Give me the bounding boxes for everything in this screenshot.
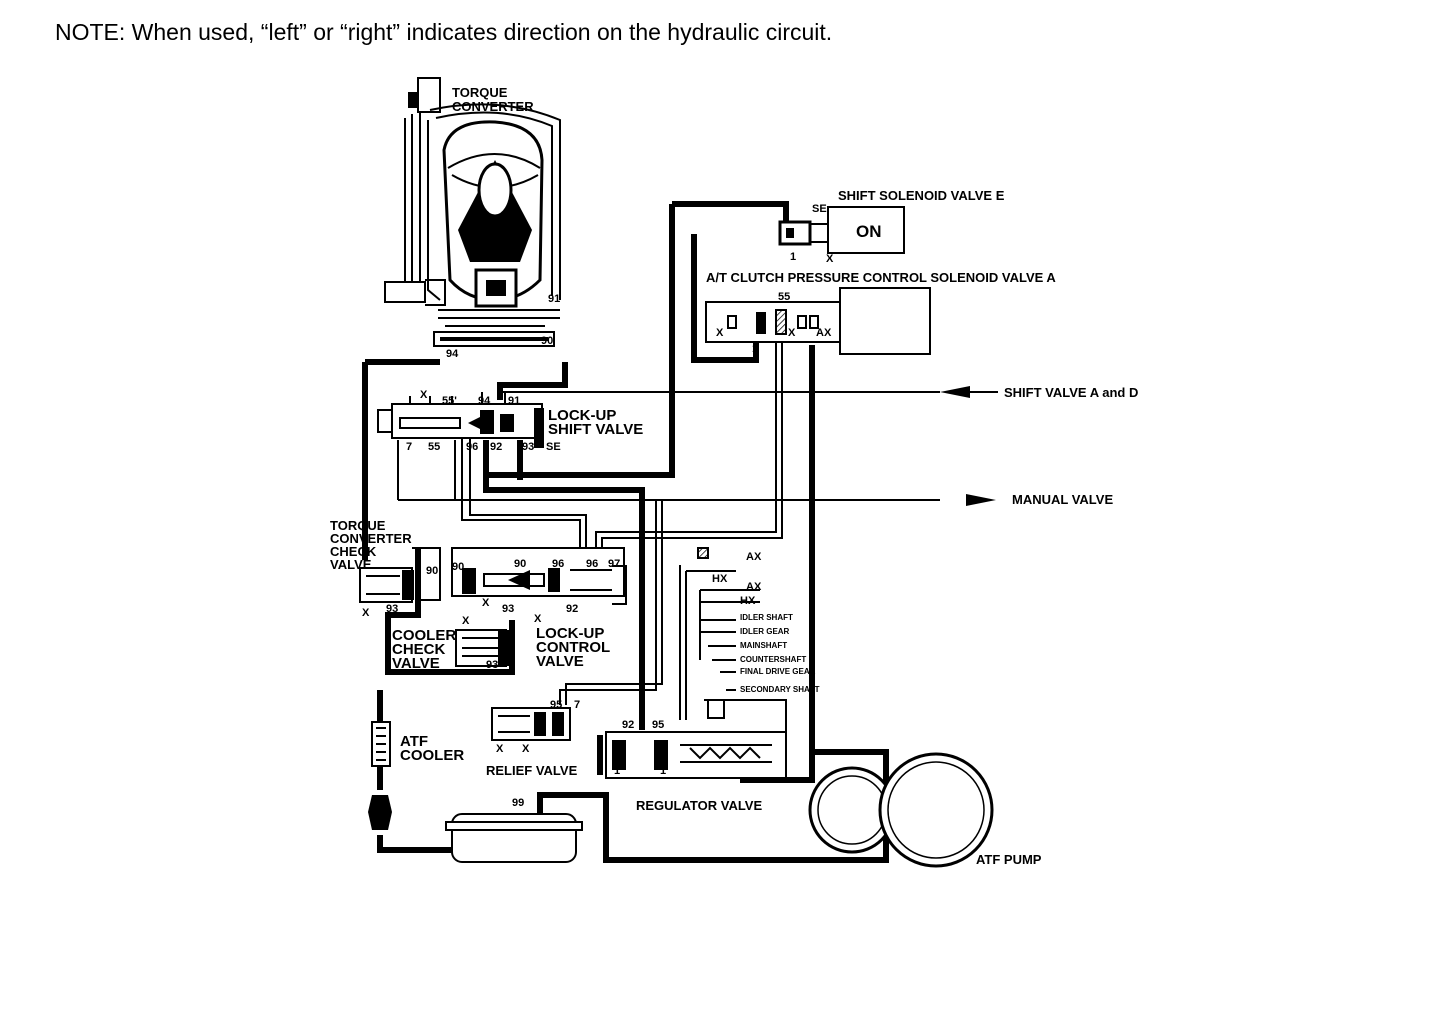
shift-solenoid-e-label: SHIFT SOLENOID VALVE E <box>838 188 1005 203</box>
port-1-a: 1 <box>752 343 758 355</box>
lube-idler-shift: IDLER SHAFT <box>740 613 793 622</box>
port-93-ccv: 93 <box>486 659 498 671</box>
port-91-lsv: 91 <box>508 395 520 407</box>
port-55-solenoid: 55 <box>778 291 790 303</box>
port-55-lsv: 55 <box>428 441 440 453</box>
port-96b-lcv: 96 <box>586 558 598 570</box>
lockup-shift-valve <box>377 392 544 448</box>
port-7-rv: 7 <box>574 699 580 711</box>
lockup-shift-valve-label-2: SHIFT VALVE <box>548 421 643 438</box>
port-ax-lube1: AX <box>746 551 762 563</box>
port-91-tc: 91 <box>548 293 560 305</box>
lockup-control-valve <box>451 547 627 605</box>
port-93-tccv: 93 <box>386 603 398 615</box>
port-97-lcv: 97 <box>608 558 620 570</box>
atf-pump <box>808 752 994 868</box>
torque-converter-label-1: TORQUE <box>452 85 508 100</box>
relief-valve <box>491 707 571 741</box>
lube-secondary-shaft: SECONDARY SHAFT <box>740 685 820 694</box>
torque-converter <box>384 77 561 347</box>
tc-check-label-4: VALVE <box>330 557 372 572</box>
port-90-tccv: 90 <box>426 565 438 577</box>
port-x-solenoid: X <box>826 253 834 265</box>
port-x-tccv: X <box>362 607 370 619</box>
tc-check-label-1: TORQUE <box>330 518 386 533</box>
port-ax-a: AX <box>816 327 832 339</box>
cooler-check-valve <box>455 629 510 667</box>
manual-valve-label: MANUAL VALVE <box>1012 492 1113 507</box>
port-7-lsv: 7 <box>406 441 412 453</box>
lockup-control-label-2: CONTROL <box>536 639 610 656</box>
port-96-lsv: 96 <box>466 441 478 453</box>
port-hx-lube2: HX <box>740 595 756 607</box>
port-hx-lube1: HX <box>712 573 728 585</box>
port-1-reg2: 1 <box>660 765 666 777</box>
port-92-lcv: 92 <box>566 603 578 615</box>
lube-countershaft: COUNTERSHAFT <box>740 655 806 664</box>
port-x-a1: X <box>716 327 724 339</box>
port-ax-lube2: AX <box>746 581 762 593</box>
port-93-lsv: 93 <box>522 441 534 453</box>
atf-pump-label: ATF PUMP <box>976 852 1042 867</box>
port-se-lsv: SE <box>546 441 561 453</box>
port-x-rv2: X <box>522 743 530 755</box>
atf-cooler-label-2: COOLER <box>400 747 464 764</box>
cooler-check-label-2: CHECK <box>392 641 446 658</box>
port-x-lsv: X <box>420 389 428 401</box>
port-95-rv: 95 <box>550 699 562 711</box>
tc-check-valve <box>359 547 441 603</box>
tc-check-label-2: CONVERTER <box>330 531 412 546</box>
lube-final-drive-gear: FINAL DRIVE GEAR <box>740 667 816 676</box>
regulator-valve <box>605 699 787 779</box>
port-92-reg: 92 <box>622 719 634 731</box>
regulator-valve-label: REGULATOR VALVE <box>636 798 762 813</box>
port-1-reg1: 1 <box>614 765 620 777</box>
torque-converter-label-2: CONVERTER <box>452 99 534 114</box>
port-1-solenoid: 1 <box>790 251 796 263</box>
port-90b-lcv: 90 <box>514 558 526 570</box>
port-x-a2: X <box>788 327 796 339</box>
port-96-lcv: 96 <box>552 558 564 570</box>
arrow-left-icon <box>940 386 998 398</box>
tc-check-label-3: CHECK <box>330 544 377 559</box>
atf-strainer <box>445 813 583 863</box>
port-x-ccv: X <box>462 615 470 627</box>
port-se-solenoid: SE <box>812 203 827 215</box>
shift-valve-ad-label: SHIFT VALVE A and D <box>1004 385 1138 400</box>
port-99-strainer: 99 <box>512 797 524 809</box>
lubrication-branches <box>697 547 709 559</box>
lube-idler-gear: IDLER GEAR <box>740 627 790 636</box>
signal-passages <box>397 340 940 775</box>
port-x-lcv1: X <box>482 597 490 609</box>
solenoid-state-on: ON <box>856 222 882 241</box>
cooler-check-label-3: VALVE <box>392 655 440 672</box>
port-94-lsv: 94 <box>478 395 491 407</box>
port-90-tc: 90 <box>541 335 553 347</box>
relief-valve-label: RELIEF VALVE <box>486 763 578 778</box>
lube-mainshaft: MAINSHAFT <box>740 641 787 650</box>
port-55p-lsv: 55' <box>442 395 457 407</box>
at-clutch-solenoid-label: A/T CLUTCH PRESSURE CONTROL SOLENOID VAL… <box>706 270 1056 285</box>
note-text: NOTE: When used, “left” or “right” indic… <box>55 19 832 45</box>
atf-cooler <box>368 721 392 830</box>
at-clutch-solenoid-a <box>705 287 931 355</box>
port-x-lcv2: X <box>534 613 542 625</box>
port-92-lsv: 92 <box>490 441 502 453</box>
port-90-lcv: 90 <box>452 561 464 573</box>
lockup-control-label-3: VALVE <box>536 653 584 670</box>
lockup-control-label-1: LOCK-UP <box>536 625 604 642</box>
port-94-tc: 94 <box>446 348 459 360</box>
shift-solenoid-valve-e: ON <box>778 206 905 254</box>
port-95-reg: 95 <box>652 719 664 731</box>
arrow-right-icon <box>966 494 996 506</box>
cooler-check-label-1: COOLER <box>392 627 456 644</box>
port-x-rv1: X <box>496 743 504 755</box>
lockup-shift-valve-label-1: LOCK-UP <box>548 407 616 424</box>
port-93-lcv: 93 <box>502 603 514 615</box>
atf-cooler-label-1: ATF <box>400 733 428 750</box>
